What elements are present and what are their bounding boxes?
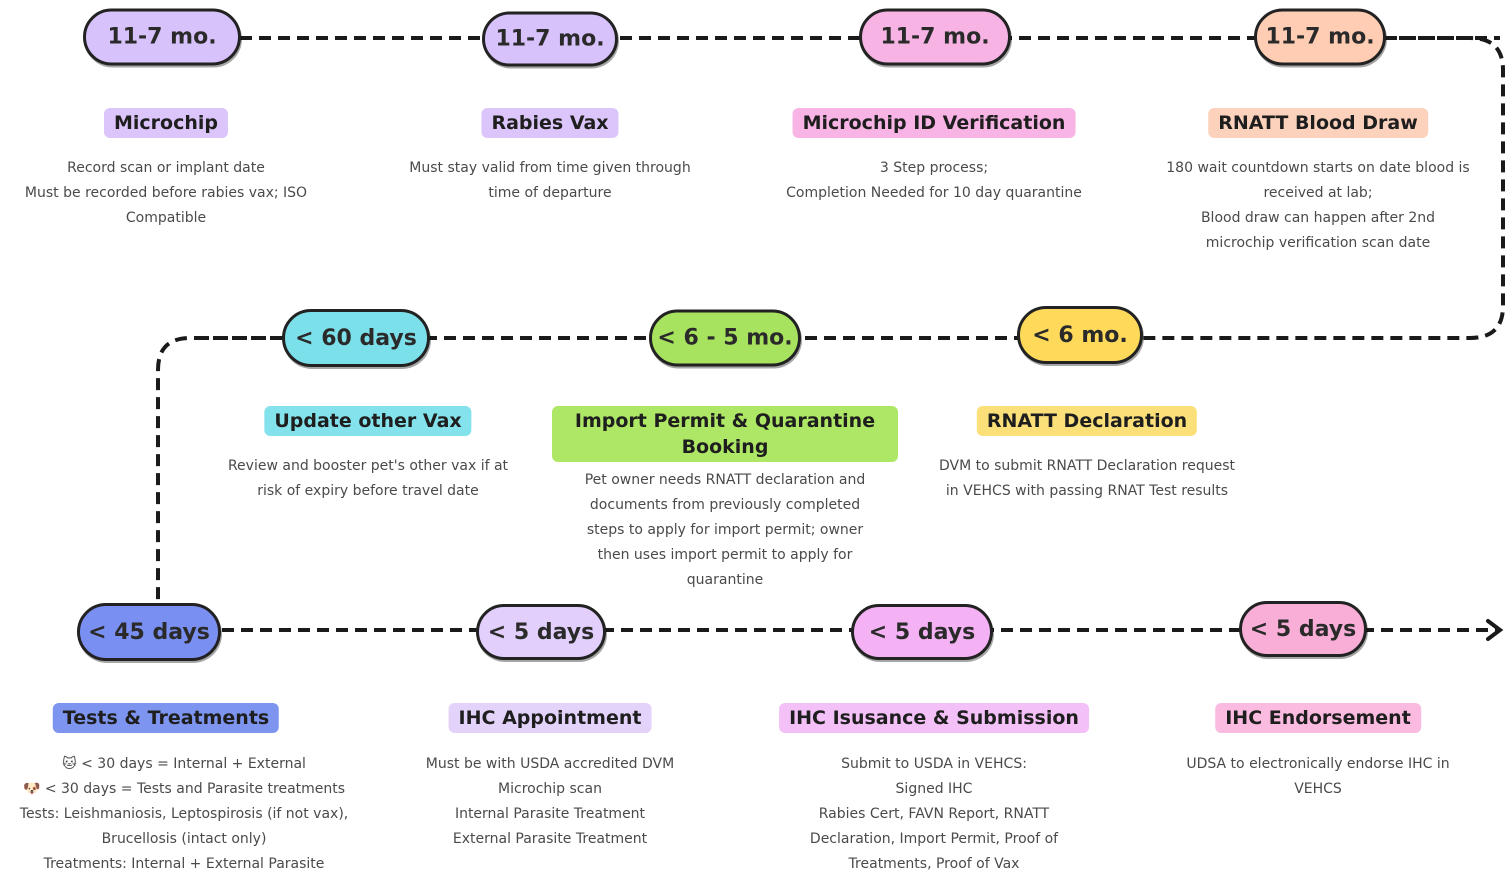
step-description: 180 wait countdown starts on date blood …	[1166, 156, 1469, 256]
time-pill: 11-7 mo.	[83, 8, 241, 66]
time-pill: < 45 days	[77, 603, 221, 661]
step-title: Microchip ID Verification	[792, 108, 1076, 138]
step-description: 🐱 < 30 days = Internal + External 🐶 < 30…	[20, 752, 348, 877]
time-pill: < 5 days	[1239, 601, 1367, 657]
desc-line: Treatments, Proof of Vax	[848, 856, 1020, 872]
desc-line: Must stay valid from time given through	[409, 160, 691, 176]
desc-line: microchip verification scan date	[1205, 235, 1431, 251]
desc-line: Brucellosis (intact only)	[101, 831, 267, 847]
desc-line: time of departure	[488, 185, 612, 201]
step-title: Update other Vax	[264, 406, 472, 436]
desc-line: Blood draw can happen after 2nd	[1200, 210, 1436, 226]
desc-line: Submit to USDA in VEHCS:	[841, 756, 1027, 772]
step-description: Pet owner needs RNATT declaration and do…	[585, 468, 866, 593]
desc-line: Record scan or implant date	[67, 160, 265, 176]
step-description: Must stay valid from time given through …	[409, 156, 690, 206]
step-title: IHC Appointment	[448, 703, 652, 733]
connector-right-turn	[1140, 36, 1505, 340]
dog-icon: 🐶	[22, 781, 41, 797]
step-description: DVM to submit RNATT Declaration request …	[939, 454, 1235, 504]
step-description: Submit to USDA in VEHCS: Signed IHC Rabi…	[810, 752, 1058, 877]
step-title: Rabies Vax	[481, 108, 619, 138]
desc-line: Review and booster pet's other vax if at	[227, 458, 509, 474]
desc-line: 🐱 < 30 days = Internal + External	[62, 756, 306, 772]
desc-line: documents from previously completed	[589, 497, 861, 513]
step-description: Record scan or implant date Must be reco…	[25, 156, 307, 231]
desc-line: Pet owner needs RNATT declaration and	[584, 472, 866, 488]
desc-line: 180 wait countdown starts on date blood …	[1166, 160, 1470, 176]
step-title: RNATT Blood Draw	[1208, 108, 1428, 138]
step-description: Review and booster pet's other vax if at…	[228, 454, 508, 504]
desc-line: Treatments: Internal + External Parasite	[43, 856, 325, 872]
desc-line: Must be recorded before rabies vax; ISO	[24, 185, 308, 201]
desc-line: in VEHCS with passing RNAT Test results	[945, 483, 1229, 499]
connector-left-turn	[156, 336, 282, 600]
step-description: 3 Step process; Completion Needed for 10…	[786, 156, 1082, 206]
time-pill: < 6 - 5 mo.	[649, 309, 801, 367]
step-title: IHC Endorsement	[1215, 703, 1421, 733]
step-title: IHC Isusance & Submission	[779, 703, 1089, 733]
time-pill: 11-7 mo.	[1254, 8, 1386, 66]
desc-line: Internal Parasite Treatment	[454, 806, 646, 822]
desc-line: then uses import permit to apply for	[597, 547, 853, 563]
desc-line: quarantine	[686, 572, 764, 588]
step-title: RNATT Declaration	[976, 406, 1198, 436]
desc-line: Must be with USDA accredited DVM	[425, 756, 675, 772]
step-title: Tests & Treatments	[52, 703, 280, 733]
desc-line: Tests: Leishmaniosis, Leptospirosis (if …	[19, 806, 349, 822]
step-description: Must be with USDA accredited DVM Microch…	[426, 752, 674, 852]
desc-line: Microchip scan	[498, 781, 602, 797]
desc-line: External Parasite Treatment	[452, 831, 648, 847]
time-pill: 11-7 mo.	[482, 11, 618, 67]
desc-line: Completion Needed for 10 day quarantine	[786, 185, 1082, 201]
desc-line: received at lab;	[1263, 185, 1373, 201]
time-pill: 11-7 mo.	[859, 8, 1011, 66]
time-pill: < 6 mo.	[1017, 306, 1143, 364]
desc-line: VEHCS	[1294, 781, 1342, 797]
desc-line: risk of expiry before travel date	[257, 483, 479, 499]
time-pill: < 5 days	[851, 604, 993, 660]
desc-line: 🐶 < 30 days = Tests and Parasite treatme…	[22, 781, 346, 797]
arrowhead-icon	[1486, 619, 1504, 641]
step-description: UDSA to electronically endorse IHC in VE…	[1186, 752, 1449, 802]
desc-line: Rabies Cert, FAVN Report, RNATT	[818, 806, 1050, 822]
desc-line: Signed IHC	[895, 781, 973, 797]
desc-line: DVM to submit RNATT Declaration request	[938, 458, 1236, 474]
time-pill: < 5 days	[476, 604, 606, 660]
desc-line: UDSA to electronically endorse IHC in	[1186, 756, 1450, 772]
desc-line: Compatible	[125, 210, 207, 226]
cat-icon: 🐱	[62, 756, 77, 772]
desc-line: steps to apply for import permit; owner	[586, 522, 864, 538]
desc-line: 3 Step process;	[879, 160, 989, 176]
step-title: Import Permit & Quarantine Booking	[552, 406, 898, 462]
step-title: Microchip	[103, 108, 229, 138]
time-pill: < 60 days	[282, 309, 430, 367]
desc-line: Declaration, Import Permit, Proof of	[809, 831, 1059, 847]
